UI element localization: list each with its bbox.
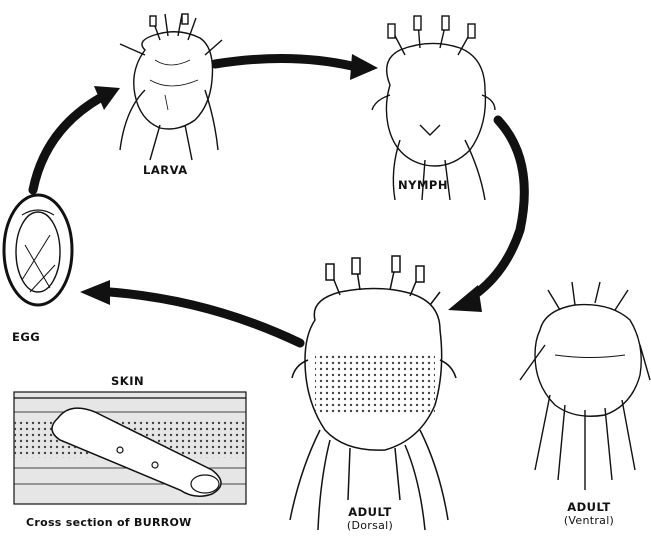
arrow-egg-to-larva [33, 98, 100, 190]
burrow-cross-section [14, 392, 246, 504]
label-egg: EGG [12, 330, 40, 344]
adult-ventral-illustration [520, 282, 650, 490]
label-adult-ventral-sub: (Ventral) [553, 514, 625, 527]
label-burrow: Cross section of BURROW [26, 516, 192, 529]
adult-dorsal-illustration [290, 256, 456, 530]
nymph-illustration [372, 16, 495, 200]
arrow-larva-to-nymph [215, 58, 352, 66]
label-nymph: NYMPH [398, 178, 448, 192]
arrow-nymph-to-adult [470, 120, 524, 298]
label-adult-dorsal-title: ADULT [338, 505, 402, 519]
arrow-larva-to-nymph-head [350, 54, 378, 80]
larva-illustration [120, 14, 222, 160]
label-adult-dorsal-sub: (Dorsal) [338, 519, 402, 532]
label-adult-dorsal: ADULT (Dorsal) [338, 505, 402, 532]
arrow-adult-to-egg-head [80, 280, 110, 305]
label-adult-ventral: ADULT (Ventral) [553, 500, 625, 527]
arrow-nymph-to-adult-head [448, 285, 482, 312]
label-adult-ventral-title: ADULT [553, 500, 625, 514]
label-larva: LARVA [143, 163, 188, 177]
egg-illustration [4, 195, 72, 305]
arrow-adult-to-egg [110, 292, 300, 343]
label-skin: SKIN [111, 374, 144, 388]
